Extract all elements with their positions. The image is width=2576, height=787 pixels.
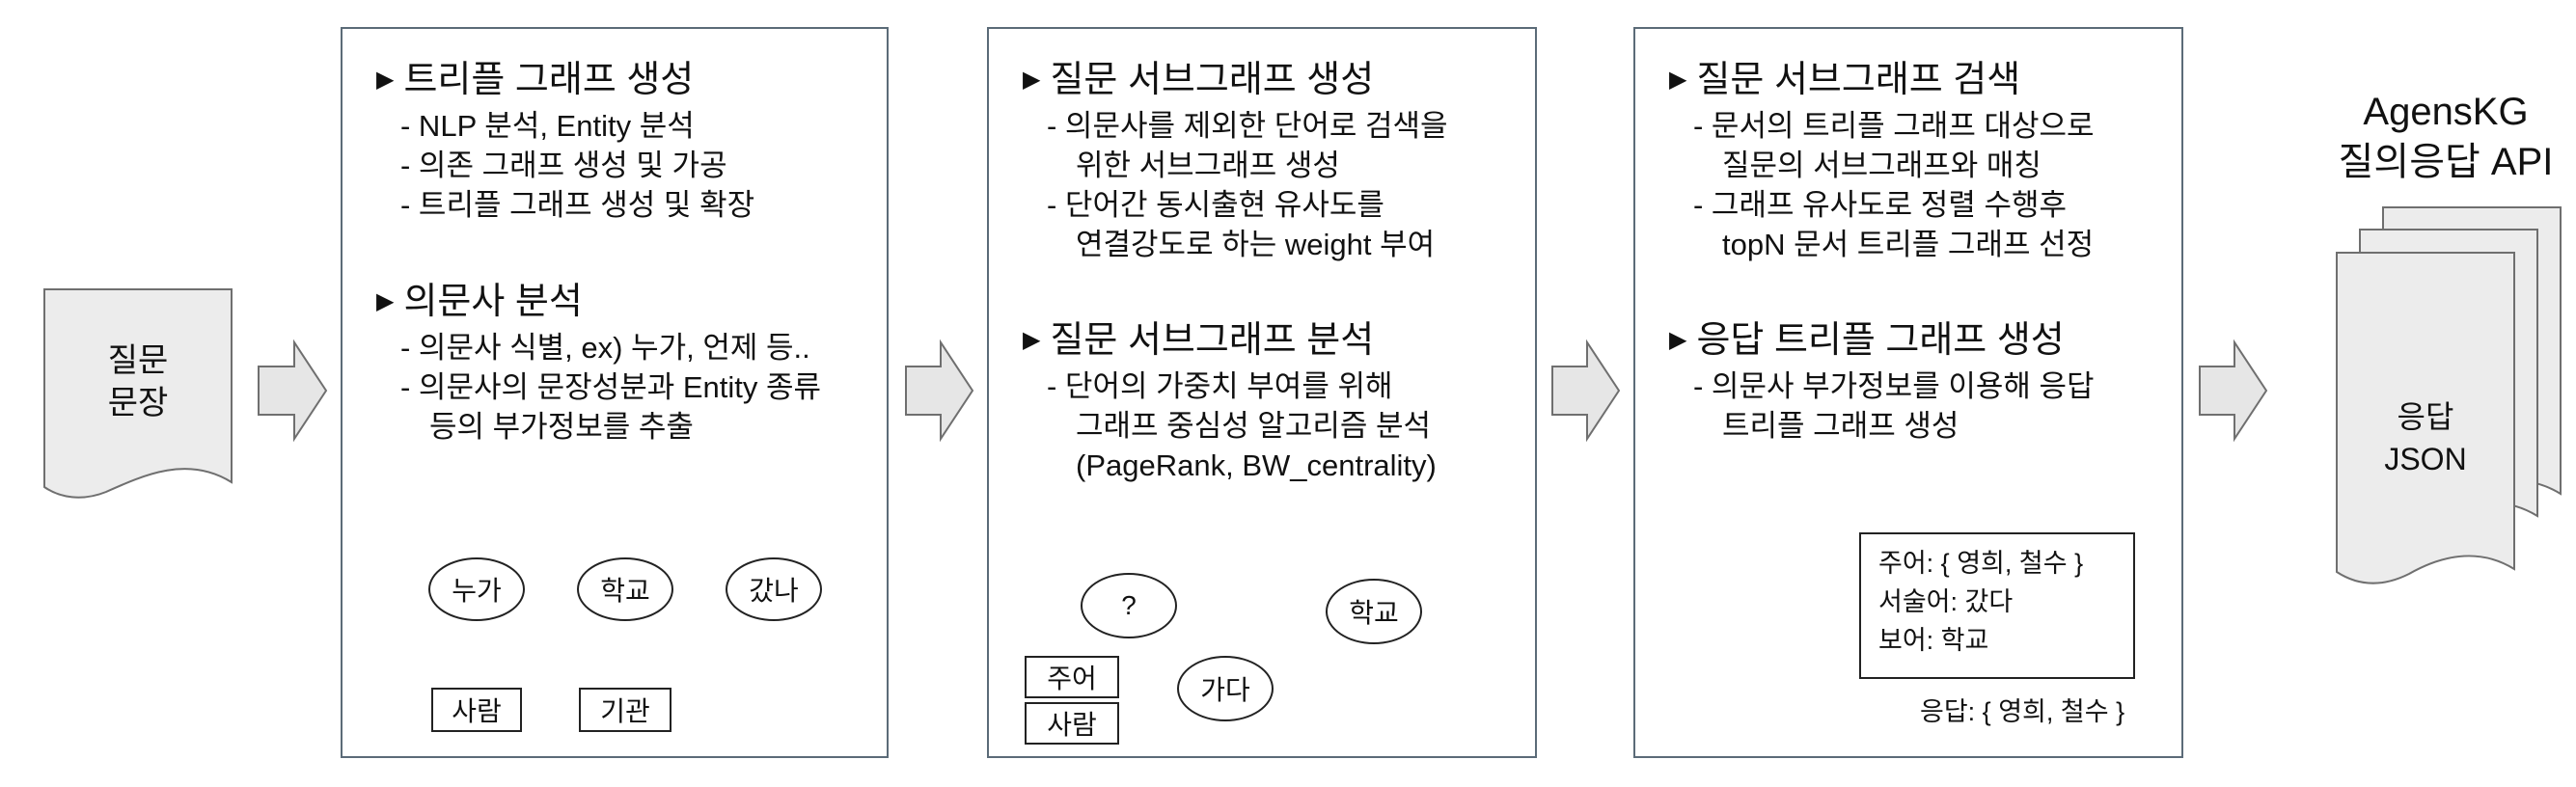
answer-result: 응답: { 영희, 철수 } xyxy=(1920,697,2125,726)
panel2-heading-2: ▶질문 서브그래프 분석 xyxy=(1023,320,1375,361)
graph-node-hakgyo: 학교 xyxy=(577,557,673,621)
arrow-1 xyxy=(258,339,328,443)
graph-node-gatna: 갔나 xyxy=(726,557,822,621)
list-item-continuation: 연결강도로 하는 weight 부여 xyxy=(1076,228,1436,261)
output-document-front xyxy=(2336,252,2515,584)
panel1-list-1: - NLP 분석, Entity 분석 - 의존 그래프 생성 및 가공 - 트… xyxy=(400,106,754,225)
graph-node-nugah: 누가 xyxy=(428,557,525,621)
panel2-list-2: - 단어의 가중치 부여를 위해 그래프 중심성 알고리즘 분석 (PageRa… xyxy=(1047,366,1437,485)
panel3-list-1: - 문서의 트리플 그래프 대상으로 질문의 서브그래프와 매칭 - 그래프 유… xyxy=(1693,106,2095,264)
entity-label-gigwan: 기관 xyxy=(579,688,671,732)
answer-line: 보어: 학교 xyxy=(1878,626,1989,655)
graph-node-gada: 가다 xyxy=(1177,656,1274,721)
input-doc-line1: 질문 xyxy=(107,342,169,379)
triangle-bullet-icon: ▶ xyxy=(1669,327,1687,353)
list-item-continuation: 트리플 그래프 생성 xyxy=(1722,409,1959,443)
arrow-2 xyxy=(905,339,974,443)
triangle-bullet-icon: ▶ xyxy=(1669,67,1687,93)
panel-triple-graph xyxy=(341,27,889,758)
list-item: - 의문사 부가정보를 이용해 응답 xyxy=(1693,369,2095,403)
output-doc-line1: 응답 xyxy=(2397,399,2454,434)
panel3-heading-1: ▶질문 서브그래프 검색 xyxy=(1669,60,2021,100)
output-doc-line2: JSON xyxy=(2384,442,2467,476)
panel2-list-1: - 의문사를 제외한 단어로 검색을 위한 서브그래프 생성 - 단어간 동시출… xyxy=(1047,106,1448,264)
triangle-bullet-icon: ▶ xyxy=(1023,67,1041,93)
entity-label-jueo: 주어 xyxy=(1025,656,1119,698)
list-item-continuation: 그래프 중심성 알고리즘 분석 xyxy=(1076,409,1432,443)
arrow-3 xyxy=(1551,339,1621,443)
panel3-list-2: - 의문사 부가정보를 이용해 응답 트리플 그래프 생성 xyxy=(1693,366,2095,446)
panel1-heading-1: ▶트리플 그래프 생성 xyxy=(376,60,695,100)
panel-question-subgraph xyxy=(987,27,1537,758)
list-item-continuation: 등의 부가정보를 추출 xyxy=(429,410,694,444)
input-doc-line2: 문장 xyxy=(107,385,169,421)
list-item-continuation: 질문의 서브그래프와 매칭 xyxy=(1722,149,2042,182)
input-document-label: 질문 문장 xyxy=(44,339,232,424)
graph-node-hakgyo: 학교 xyxy=(1326,579,1422,644)
list-item-continuation: (PageRank, BW_centrality) xyxy=(1076,448,1437,482)
output-title-line2: 질의응답 API xyxy=(2338,141,2554,183)
list-item: - 의존 그래프 생성 및 가공 xyxy=(400,149,727,182)
entity-label-saram: 사람 xyxy=(431,688,522,732)
input-document-shape xyxy=(43,288,233,499)
triangle-bullet-icon: ▶ xyxy=(1023,327,1041,353)
triangle-bullet-icon: ▶ xyxy=(376,288,395,314)
panel1-list-2: - 의문사 식별, ex) 누가, 언제 등.. - 의문사의 문장성분과 En… xyxy=(400,328,821,447)
list-item-continuation: 위한 서브그래프 생성 xyxy=(1076,149,1340,182)
triangle-bullet-icon: ▶ xyxy=(376,67,395,93)
arrow-4 xyxy=(2199,339,2268,443)
output-title-line1: AgensKG xyxy=(2363,91,2529,133)
list-item: - 의문사의 문장성분과 Entity 종류 xyxy=(400,370,822,404)
list-item: - 단어간 동시출현 유사도를 xyxy=(1047,188,1384,222)
list-item: - 트리플 그래프 생성 및 확장 xyxy=(400,188,755,222)
output-document-label: 응답 JSON xyxy=(2337,395,2514,480)
answer-triple-box: 주어: { 영희, 철수 } 서술어: 갔다 보어: 학교 xyxy=(1859,532,2135,679)
list-item: - 의문사를 제외한 단어로 검색을 xyxy=(1047,109,1448,143)
list-item-continuation: topN 문서 트리플 그래프 선정 xyxy=(1722,228,2095,261)
graph-node-question: ? xyxy=(1081,573,1177,638)
output-title: AgensKG 질의응답 API xyxy=(2316,87,2576,187)
panel3-heading-2: ▶응답 트리플 그래프 생성 xyxy=(1669,320,2065,361)
list-item: - 문서의 트리플 그래프 대상으로 xyxy=(1693,109,2095,143)
answer-line: 주어: { 영희, 철수 } xyxy=(1878,549,2084,578)
panel2-heading-1: ▶질문 서브그래프 생성 xyxy=(1023,60,1375,100)
list-item: - 그래프 유사도로 정렬 수행후 xyxy=(1693,188,2068,222)
entity-label-saram: 사람 xyxy=(1025,702,1119,745)
answer-line: 서술어: 갔다 xyxy=(1878,587,2014,616)
list-item: - NLP 분석, Entity 분석 xyxy=(400,109,695,143)
list-item: - 단어의 가중치 부여를 위해 xyxy=(1047,369,1393,403)
panel1-heading-2: ▶의문사 분석 xyxy=(376,282,583,322)
list-item: - 의문사 식별, ex) 누가, 언제 등.. xyxy=(400,331,810,365)
